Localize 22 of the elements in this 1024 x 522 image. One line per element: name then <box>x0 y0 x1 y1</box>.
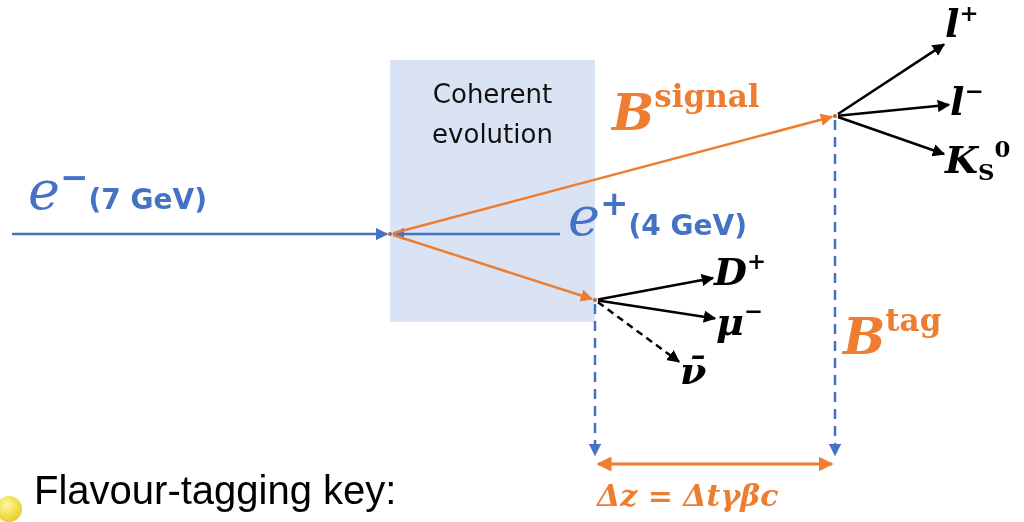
particle-symbol: μ$^{−}$ <box>716 300 774 346</box>
decay-vertex <box>833 114 837 118</box>
formula: Δz = Δtγβc <box>597 478 779 513</box>
arrow <box>392 233 594 302</box>
arrow <box>597 301 680 363</box>
decay-vertex <box>593 298 597 302</box>
arrow <box>597 273 715 301</box>
particle-symbol: l$^{−}$ <box>950 80 1005 124</box>
arrow <box>837 115 946 157</box>
particle-symbol: D$^{+}$ <box>714 250 776 294</box>
particle-label: B$^{tag}$ <box>843 302 942 367</box>
particle-label: B$^{signal}$ <box>612 78 760 143</box>
arrow <box>837 99 951 117</box>
arrow <box>12 227 389 241</box>
arrow <box>392 113 834 235</box>
region-label: Coherent evolution <box>431 78 554 151</box>
particle-symbol: l$^{+}$ <box>945 2 1005 46</box>
arrow <box>597 299 717 323</box>
arrow <box>837 43 946 116</box>
decay-vertex <box>388 232 392 236</box>
bullet-text: Flavour-tagging key: <box>34 468 397 513</box>
particle-symbol: ν̄ <box>680 352 714 398</box>
